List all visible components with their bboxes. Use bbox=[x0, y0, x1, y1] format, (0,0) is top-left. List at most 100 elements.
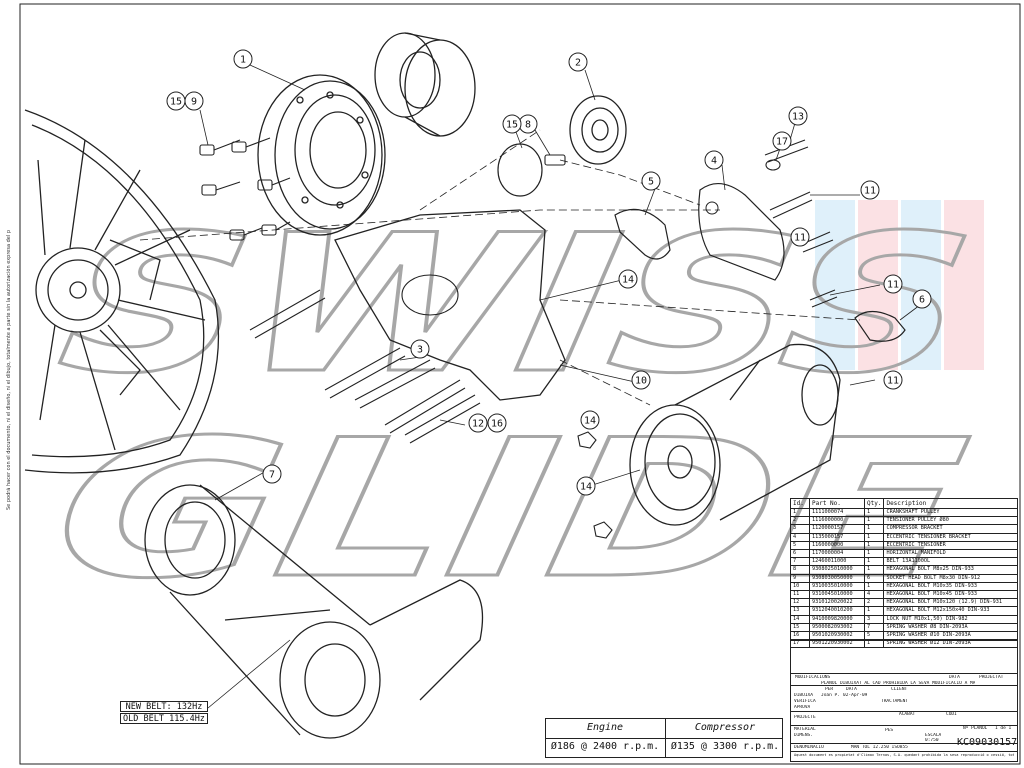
part-description: SPRING WASHER Ø8 DIN-2093A bbox=[883, 622, 1018, 633]
col-part-no: Part No. bbox=[809, 498, 865, 509]
col-id: Id. bbox=[790, 498, 810, 509]
part-number: 1160000000 bbox=[809, 540, 865, 551]
part-description: ECCENTRIC TENSIONER bbox=[883, 540, 1018, 551]
part-qty: 7 bbox=[863, 622, 885, 633]
acabat-label: ACABAT bbox=[899, 712, 916, 717]
part-id: 6 bbox=[790, 549, 810, 559]
ownership-footer: Aquest document es propietat d'Climax Te… bbox=[794, 753, 1014, 757]
part-qty: 1 bbox=[863, 549, 885, 559]
callout-number: 14 bbox=[622, 275, 634, 286]
escala-value: 0:750 bbox=[925, 738, 939, 743]
part-number: 12460011000 bbox=[809, 557, 865, 567]
callout-number: 4 bbox=[711, 156, 717, 167]
part-id: 10 bbox=[790, 581, 810, 592]
data-col-label: DATA bbox=[949, 675, 960, 680]
callout-bubble bbox=[790, 227, 810, 247]
part-description: HEXAGONAL BOLT M10x35 DIN-933 bbox=[883, 581, 1018, 592]
part-id: 9 bbox=[790, 573, 810, 583]
part-qty: 1 bbox=[863, 540, 885, 551]
callout-number: 11 bbox=[864, 186, 876, 197]
escala-label: ESCALA bbox=[925, 733, 942, 738]
part-description: BELT 13A1100OL bbox=[883, 557, 1018, 567]
part-id: 15 bbox=[790, 622, 810, 633]
long-bolts bbox=[249, 289, 481, 444]
part-qty: 3 bbox=[863, 614, 885, 624]
callout-number: 1 bbox=[240, 55, 246, 66]
callout-number: 14 bbox=[584, 416, 596, 427]
callout-bubble bbox=[580, 410, 600, 430]
part-description: HEXAGONAL BOLT M8x25 DIN-933 bbox=[883, 565, 1018, 575]
callout-number: 5 bbox=[648, 177, 654, 188]
callout-bubble bbox=[860, 180, 880, 200]
part-number: 9310045010000 bbox=[809, 590, 865, 600]
part-id: 1 bbox=[790, 507, 810, 518]
callout-number: 15 bbox=[170, 97, 182, 108]
part-qty: 6 bbox=[863, 573, 885, 583]
part-qty: 1 bbox=[863, 581, 885, 592]
pulley-speed-table: Engine Compressor Ø186 @ 2400 r.p.m. Ø13… bbox=[545, 718, 783, 758]
client-label: CLIENT bbox=[891, 687, 908, 692]
callout-number: 9 bbox=[191, 97, 197, 108]
part-description: HEXAGONAL BOLT M12x150x40 DIN-933 bbox=[883, 606, 1018, 616]
tensioner-pulley bbox=[569, 95, 627, 165]
dimens-label: DIMENS. bbox=[794, 733, 813, 738]
part-description: TENSIONER PULLEY Ø80 bbox=[883, 516, 1018, 526]
cover-disc bbox=[497, 143, 543, 197]
callout-number: 17 bbox=[776, 137, 788, 148]
callout-number: 11 bbox=[794, 233, 806, 244]
dibuixa-per: Joan P. bbox=[821, 693, 840, 698]
tolerances-note: MAN TOL 12.250 ISO855 bbox=[851, 745, 908, 750]
part-number: 1135000157 bbox=[809, 532, 865, 542]
part-id: 8 bbox=[790, 565, 810, 575]
denominacio-label: DENOMINACIÓ bbox=[794, 745, 824, 750]
part-number: 9308030050000 bbox=[809, 573, 865, 583]
part-qty: 1 bbox=[863, 606, 885, 616]
tractament-label: TRACTAMENT bbox=[881, 699, 909, 704]
part-id: 5 bbox=[790, 540, 810, 551]
bolt-8 bbox=[544, 154, 566, 166]
callout-bubble bbox=[883, 370, 903, 390]
crankshaft-pulley bbox=[257, 74, 386, 236]
callout-number: 12 bbox=[472, 419, 484, 430]
part-id: 3 bbox=[790, 524, 810, 534]
part-description: CRANKSHAFT PULLEY bbox=[883, 507, 1018, 518]
drawing-number: KC09030157 bbox=[957, 737, 1018, 748]
drawing-frame bbox=[19, 3, 1021, 765]
dibuixa-data: 02-Apr-09 bbox=[843, 693, 868, 698]
cad-notice: PLÀNOL DIBUIXAT AL CAD PROHIBIDA LA SEVA… bbox=[821, 681, 976, 686]
callout-number: 3 bbox=[417, 345, 423, 356]
part-number: 1116000000 bbox=[809, 516, 865, 526]
callout-bubble bbox=[912, 289, 932, 309]
part-qty: 2 bbox=[863, 598, 885, 608]
part-id: 13 bbox=[790, 606, 810, 616]
projecte-label: PROJECTE bbox=[794, 715, 816, 720]
callout-bubble bbox=[502, 114, 522, 134]
part-id: 11 bbox=[790, 590, 810, 600]
callout-bubble bbox=[568, 52, 588, 72]
part-description: SPRING WASHER Ø10 DIN-2093A bbox=[883, 631, 1018, 641]
col-description: Description bbox=[883, 498, 1018, 509]
part-number: 1111000074 bbox=[809, 507, 865, 518]
part-number: 9310035010000 bbox=[809, 581, 865, 592]
belt-note-leader bbox=[207, 639, 291, 709]
callout-bubble bbox=[410, 339, 430, 359]
callout-bubble bbox=[576, 476, 596, 496]
pes-label: PES bbox=[885, 728, 894, 733]
n-planol-label: Nº PLÀNOL bbox=[963, 726, 988, 731]
compressor-bracket bbox=[334, 209, 566, 401]
revision-grid bbox=[791, 641, 1017, 674]
per-label: PER bbox=[825, 687, 834, 692]
part-number: 9501020930002 bbox=[809, 631, 865, 641]
callout-bubble bbox=[233, 49, 253, 69]
